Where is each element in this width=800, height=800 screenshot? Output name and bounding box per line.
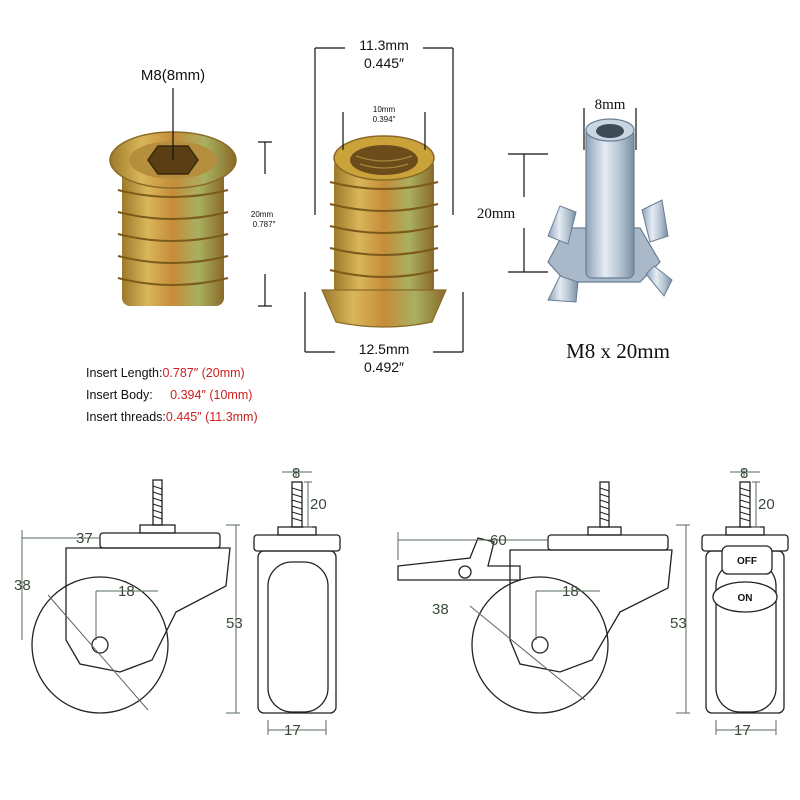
caster-plain-front-view: 8 20 17 xyxy=(253,465,341,739)
insert-inner-in: 0.394″ xyxy=(373,115,396,124)
brake-pivot xyxy=(458,565,472,579)
insert-nut-top-flange: M8(8mm) 20mm 0.787″ xyxy=(109,67,276,307)
tee-nut-prong xyxy=(547,275,579,303)
spec-key: Insert Length: xyxy=(86,366,162,380)
insert-bottom-in: 0.492″ xyxy=(364,359,404,375)
spec-list: Insert Length:0.787″ (20mm) Insert Body:… xyxy=(86,366,258,424)
tee-nut-prong xyxy=(645,265,673,297)
insert-body xyxy=(334,158,434,298)
insert-length-mm: 20mm xyxy=(251,210,274,219)
caster-wheel xyxy=(31,576,169,714)
insert-length-dimension: 20mm 0.787″ xyxy=(251,141,276,307)
insert-threads xyxy=(117,189,229,286)
wheel-diameter-line xyxy=(469,605,586,701)
insert-top-in: 0.445″ xyxy=(364,55,404,71)
caster-stem-dia-dim: 8 xyxy=(740,465,748,482)
spec-value: 0.787″ (20mm) xyxy=(162,366,244,380)
brake-off-pedal xyxy=(721,545,773,575)
tee-nut-height-label: 20mm xyxy=(477,206,516,222)
caster-brake-side-view: 38 60 18 53 xyxy=(397,481,690,714)
caster-nut xyxy=(587,526,622,536)
wheel-diameter-line xyxy=(47,594,149,711)
brake-off-label: OFF xyxy=(737,556,757,567)
caster-height-dim: 53 xyxy=(670,615,687,632)
caster-fork xyxy=(257,550,337,714)
caster-wheel xyxy=(267,561,329,713)
insert-length-in: 0.787″ xyxy=(253,220,276,229)
tee-nut-prong xyxy=(641,199,669,243)
caster-offset-dim: 18 xyxy=(562,583,579,600)
tee-nut-height-dimension: 20mm xyxy=(477,153,548,273)
caster-width-dim: 37 xyxy=(76,530,93,547)
spec-value: 0.394″ (10mm) xyxy=(167,388,253,402)
tee-nut: 8mm 20mm M8 x 20mm xyxy=(477,97,673,363)
spec-key: Insert Body: xyxy=(86,388,153,402)
insert-thread-label: M8(8mm) xyxy=(141,67,205,84)
spec-key: Insert threads: xyxy=(86,410,166,424)
spec-row: Insert Length:0.787″ (20mm) xyxy=(86,366,245,380)
brake-on-pedal xyxy=(712,581,778,613)
insert-threaded-bore xyxy=(350,145,418,175)
tee-nut-thread-label: 8mm xyxy=(595,97,626,113)
caster-nut xyxy=(139,524,176,534)
caster-height-dim: 53 xyxy=(226,615,243,632)
caster-brake-front-view: OFF ON 8 20 17 xyxy=(701,465,789,739)
brake-on-label: ON xyxy=(738,593,753,604)
caster-fork xyxy=(705,550,785,714)
insert-threads xyxy=(329,181,439,278)
caster-offset-dim: 18 xyxy=(118,583,135,600)
insert-inner-mm: 10mm xyxy=(373,105,396,114)
caster-width-dim: 60 xyxy=(490,532,507,549)
caster-top-plate xyxy=(99,532,221,549)
caster-fork xyxy=(65,547,231,673)
caster-stem-dia-dim: 8 xyxy=(292,465,300,482)
tee-nut-thread-dimension: 8mm xyxy=(583,97,637,150)
spec-value: 0.445″ (11.3mm) xyxy=(166,410,258,424)
insert-bottom-dimension: 12.5mm 0.492″ xyxy=(304,292,464,375)
caster-wheel-dim: 38 xyxy=(432,601,449,618)
tee-nut-bore xyxy=(596,124,624,138)
caster-brake-lever xyxy=(397,537,521,581)
caster-wheel-width-dim: 17 xyxy=(734,722,751,739)
insert-top-dimension: 11.3mm 0.445″ xyxy=(314,37,454,215)
caster-wheel-width-dim: 17 xyxy=(284,722,301,739)
tee-nut-prong xyxy=(547,205,577,245)
insert-bottom-flange xyxy=(321,289,447,328)
caster-top-plate xyxy=(253,534,341,552)
caster-top-plate xyxy=(547,534,669,551)
caster-fork xyxy=(509,549,673,673)
tee-nut-size-label: M8 x 20mm xyxy=(566,339,670,363)
tee-nut-barrel xyxy=(585,127,635,279)
insert-nut-bottom-flange: 11.3mm 0.445″ 10mm 0.394″ 12.5mm 0.492″ xyxy=(304,37,464,375)
spec-row: Insert Body: 0.394″ (10mm) xyxy=(86,388,252,402)
caster-stem-len-dim: 20 xyxy=(758,496,775,513)
caster-axle xyxy=(531,636,549,654)
caster-plain-side-view: 38 37 18 53 xyxy=(14,479,243,714)
caster-wheel xyxy=(471,576,609,714)
insert-top-mm: 11.3mm xyxy=(359,37,409,53)
spec-row: Insert threads:0.445″ (11.3mm) xyxy=(86,410,258,424)
caster-axle xyxy=(91,636,109,654)
insert-body xyxy=(122,168,224,306)
insert-bottom-mm: 12.5mm xyxy=(359,341,410,357)
caster-stem-len-dim: 20 xyxy=(310,496,327,513)
insert-inner-dimension: 10mm 0.394″ xyxy=(342,105,426,150)
